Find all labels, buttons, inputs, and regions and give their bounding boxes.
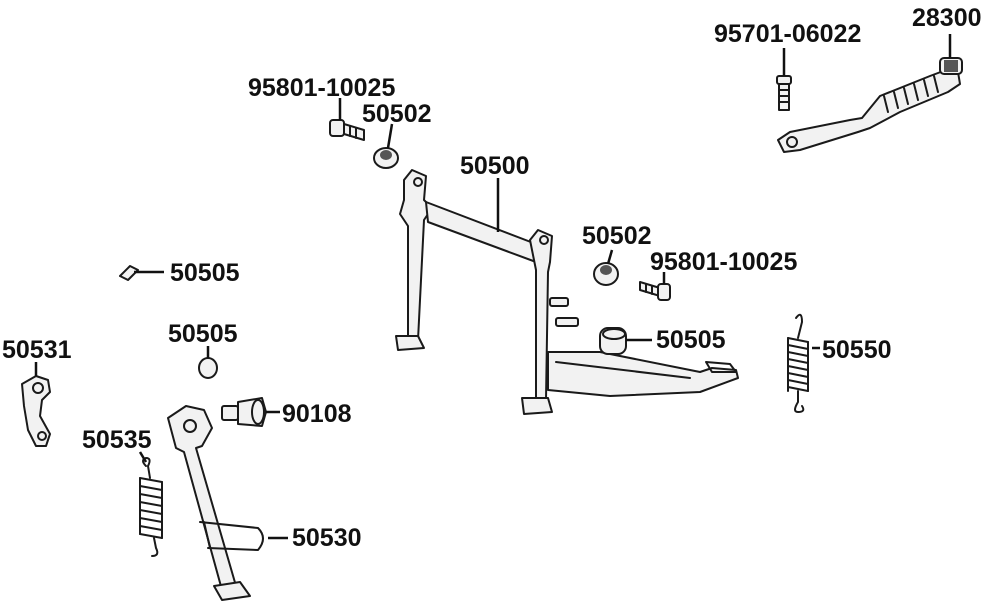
label-50505-clip: 50505 bbox=[170, 259, 240, 287]
leader-50502-mid bbox=[606, 249, 614, 265]
label-50531: 50531 bbox=[2, 336, 72, 364]
main-stand-spring bbox=[787, 313, 809, 413]
stopper-bush bbox=[599, 327, 627, 355]
label-28300: 28300 bbox=[912, 4, 982, 32]
label-50530: 50530 bbox=[292, 524, 362, 552]
main-stand bbox=[395, 169, 739, 415]
kick-starter-lever bbox=[777, 57, 963, 153]
side-stand-spring bbox=[139, 457, 163, 557]
main-stand-bolt-mid bbox=[639, 281, 671, 301]
label-50502-mid: 50502 bbox=[582, 222, 652, 250]
label-50505-cap: 50505 bbox=[168, 320, 238, 348]
side-stand-pivot-bolt bbox=[221, 397, 267, 427]
leader-50502-top bbox=[386, 123, 394, 149]
cap bbox=[198, 357, 218, 379]
clip bbox=[119, 265, 139, 281]
collar-top bbox=[373, 147, 399, 169]
label-95701-06022: 95701-06022 bbox=[714, 20, 861, 48]
label-50500: 50500 bbox=[460, 152, 530, 180]
label-95801-10025-mid: 95801-10025 bbox=[650, 248, 797, 276]
kick-lever-bolt bbox=[776, 75, 792, 111]
leader-50535 bbox=[138, 451, 148, 463]
label-50535: 50535 bbox=[82, 426, 152, 454]
label-50505-bush: 50505 bbox=[656, 326, 726, 354]
label-90108: 90108 bbox=[282, 400, 352, 428]
main-stand-bolt-top bbox=[329, 119, 365, 141]
side-stand bbox=[167, 405, 264, 601]
collar-mid bbox=[593, 262, 619, 286]
label-50502-top: 50502 bbox=[362, 100, 432, 128]
label-95801-10025-top: 95801-10025 bbox=[248, 74, 395, 102]
side-stand-plate bbox=[21, 375, 51, 447]
label-50550: 50550 bbox=[822, 336, 892, 364]
